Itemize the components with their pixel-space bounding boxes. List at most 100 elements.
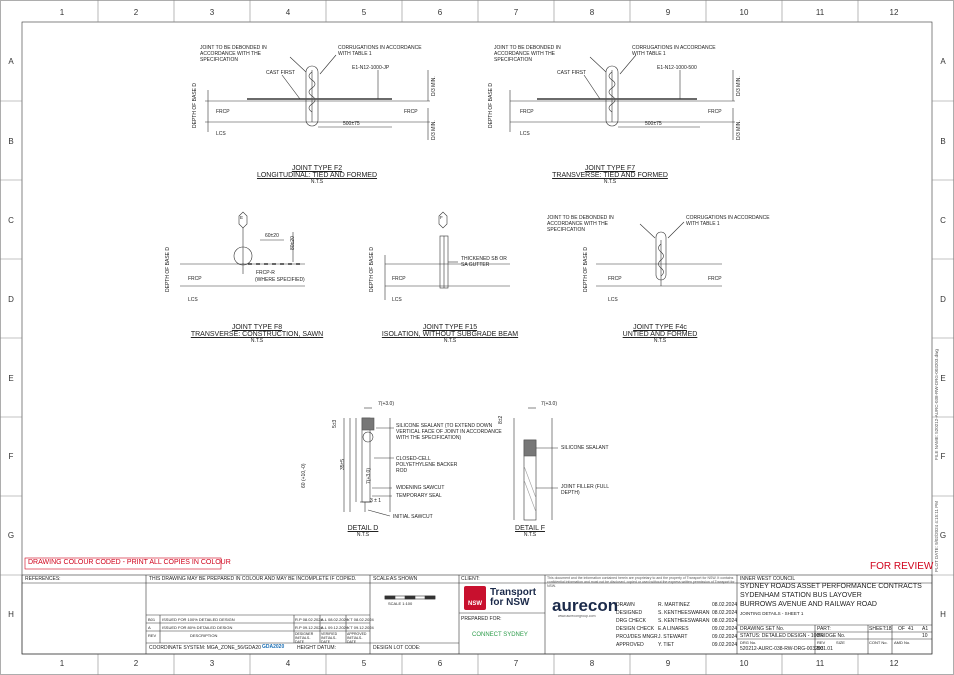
detail-f7-drawing <box>509 54 735 140</box>
rev-header-designer: DESIGNER INITIALS-DATE <box>295 632 314 644</box>
f7-dim: 500±75 <box>645 121 662 127</box>
rev-value: B01.01 <box>817 646 833 652</box>
f4c-lcs: LCS <box>608 297 618 303</box>
f7-frcp-right: FRCP <box>708 109 722 115</box>
f2-depth-label: DEPTH OF BASE D <box>192 82 198 128</box>
rev-row-desc: ISSUED FOR 100% DETAILED DESIGN <box>162 617 235 622</box>
role-date: 08.02.2024 <box>712 602 738 608</box>
rev-header-approved: APPROVED INITIALS-DATE <box>347 632 367 644</box>
detail-d-drawing <box>343 407 394 517</box>
side-file-name: FILE NAME: 520212-AURC-038-RW-DRG-003203… <box>934 349 939 460</box>
f8-frcpr: FRCP-R <box>256 270 275 276</box>
nsw-waratah-icon: NSW <box>464 586 486 610</box>
rev-row-verified: A.L 08.02.2024 <box>321 617 348 622</box>
f8-title-block: JOINT TYPE F8 TRANSVERSE: CONSTRUCTION, … <box>172 324 342 344</box>
role-name: S. KENTHEESWARAN <box>658 618 710 624</box>
role-name: S. KENTHEESWARAN <box>658 610 710 616</box>
rev-row-designer: R.P 09.12.2024 <box>295 625 323 630</box>
nsw-text: NSW <box>468 601 482 607</box>
grid-col-label: 12 <box>889 8 899 17</box>
grid-col-label: 2 <box>133 659 139 668</box>
f-sealant: SILICONE SEALANT <box>561 445 609 451</box>
role-date: 08.02.2024 <box>712 610 738 616</box>
rev-row-desc: ISSUED FOR 80% DETAILED DESIGN <box>162 625 233 630</box>
detail-f15-drawing <box>384 211 510 300</box>
title-block-lines <box>21 574 933 655</box>
f4c-frcp-left: FRCP <box>608 276 622 282</box>
grid-col-label: 12 <box>889 659 899 668</box>
drg-no: 520212-AURC-038-RW-DRG-003203 <box>740 646 824 652</box>
grid-col-label: 7 <box>513 659 519 668</box>
role-name: J. STEWART <box>658 634 688 640</box>
d-scale: N.T.S <box>356 532 370 538</box>
role-label: DRG CHECK <box>616 618 647 624</box>
f8-lcs: LCS <box>188 297 198 303</box>
role-date: 09.02.2024 <box>712 642 738 648</box>
rev-row-rev: B01 <box>148 617 156 622</box>
f4c-title: JOINT TYPE F4c <box>633 324 687 331</box>
grid-col-label: 8 <box>589 8 595 17</box>
grid-col-label: 10 <box>739 8 749 17</box>
grid-row-label: E <box>940 374 946 383</box>
f4c-depth-label: DEPTH OF BASE D <box>583 246 589 292</box>
f2-dim: 500±75 <box>343 121 360 127</box>
role-date: 09.02.2024 <box>712 626 738 632</box>
role-label: DESIGNED <box>616 610 643 616</box>
d-dim-7: 7(+3.0) <box>366 468 372 484</box>
aurecon-logo: aurecon <box>552 596 619 615</box>
drg-no-label: DRG No. <box>740 640 757 645</box>
colour-note: DRAWING COLOUR CODED - PRINT ALL COPIES … <box>28 559 231 566</box>
grid-row-label: G <box>7 531 15 540</box>
f8-dim-v: 80±20 <box>290 236 296 250</box>
cont-label: CONT No. <box>869 640 888 645</box>
f2-corrugation-note: CORRUGATIONS IN ACCORDANCE WITH TABLE 1 <box>338 45 422 57</box>
gda-logo: GDA2020 <box>262 644 285 650</box>
rev-row-rev: A <box>148 625 151 630</box>
d-dim-35: 35±5 <box>340 458 346 470</box>
project-line1: SYDNEY ROADS ASSET PERFORMANCE CONTRACTS <box>740 583 922 590</box>
f7-title: JOINT TYPE F7 <box>584 165 636 172</box>
scale-value: AS SHOWN <box>390 576 418 582</box>
f4c-scale: N.T.S <box>653 338 667 344</box>
scale-label: SCALE: <box>373 576 391 582</box>
f4c-subtitle: UNTIED AND FORMED <box>622 331 698 338</box>
grid-row-label: C <box>8 216 14 225</box>
sheet-of: OF <box>898 626 905 632</box>
grid-col-label: 6 <box>437 659 443 668</box>
bridge-value: 10 <box>922 633 928 639</box>
role-name: R. MARTINEZ <box>658 602 690 608</box>
role-label: APPROVED <box>616 642 644 648</box>
references-label: REFERENCES: <box>25 576 61 582</box>
f15-title-block: JOINT TYPE F15 ISOLATION, WITHOUT SUBGRA… <box>370 324 530 344</box>
f15-subtitle: ISOLATION, WITHOUT SUBGRADE BEAM <box>381 331 519 338</box>
grid-row-label: B <box>940 137 946 146</box>
f7-lcs: LCS <box>520 131 530 137</box>
grid-row-label: H <box>940 610 946 619</box>
rev-row-approved: Y.T 08.02.2024 <box>347 617 374 622</box>
grid-col-label: 6 <box>437 8 443 17</box>
for-review-stamp: FOR REVIEW <box>870 561 934 572</box>
f15-note: THICKENED SB OR SA GUTTER <box>461 256 507 268</box>
f15-scale: N.T.S <box>443 338 457 344</box>
client-label: CLIENT: <box>461 576 480 582</box>
f8-subtitle: TRANSVERSE: CONSTRUCTION, SAWN <box>190 331 324 338</box>
grid-col-label: 11 <box>815 659 825 668</box>
f2-title: JOINT TYPE F2 <box>291 165 343 172</box>
d-backer: CLOSED-CELL POLYETHYLENE BACKER ROD <box>396 456 458 474</box>
grid-row-label: H <box>8 610 14 619</box>
d-top-dim: 7(+3.0) <box>378 401 394 407</box>
f-dim-8: 8±2 <box>498 415 504 424</box>
connect-sydney-logo: CONNECT SYDNEY <box>472 632 528 638</box>
rev-row-designer: R.P 08.02.2024 <box>295 617 323 622</box>
grid-row-label: D <box>940 295 946 304</box>
f2-bar-label: E1-N12-1000-JP <box>352 65 390 71</box>
role-date: 09.02.2024 <box>712 634 738 640</box>
grid-row-label: E <box>8 374 14 383</box>
grid-row-label: F <box>8 452 14 461</box>
grid-row-label: A <box>8 57 14 66</box>
grid-col-label: 9 <box>665 8 671 17</box>
council-name: INNER WEST COUNCIL <box>740 576 796 582</box>
part-label: PART: <box>817 626 831 632</box>
f7-title-block: JOINT TYPE F7 TRANSVERSE: TIED AND FORME… <box>530 165 690 185</box>
